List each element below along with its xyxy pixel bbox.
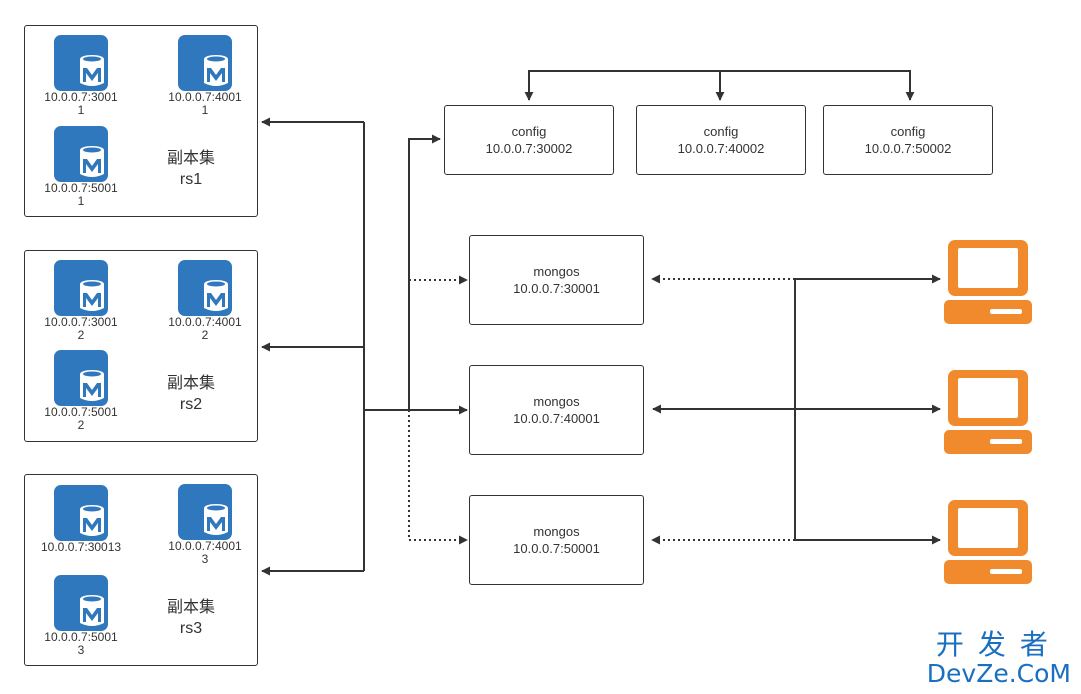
db-node-rs3-b: 10.0.0.7:4001 3 <box>165 484 245 566</box>
db-node-rs1-b: 10.0.0.7:4001 1 <box>165 35 245 117</box>
desktop-computer-icon <box>944 238 1034 326</box>
replica-set-name: 副本集 rs1 <box>156 148 226 190</box>
mongos-title: mongos <box>533 394 580 409</box>
watermark-en: DevZe.CoM <box>926 659 1071 688</box>
watermark: 开发者 DevZe.CoM <box>927 630 1071 688</box>
database-icon <box>178 260 232 316</box>
link-config <box>408 134 441 410</box>
db-node-label: 10.0.0.7:5001 3 <box>44 630 118 657</box>
db-node-rs3-a: 10.0.0.7:30013 <box>41 485 121 554</box>
replica-set-name: 副本集 rs3 <box>156 597 226 639</box>
db-node-label: 10.0.0.7:3001 2 <box>44 315 118 342</box>
db-node-label: 10.0.0.7:5001 2 <box>44 405 118 432</box>
db-node-label: 10.0.0.7:5001 1 <box>44 181 118 208</box>
config-address: 10.0.0.7:30002 <box>485 141 573 156</box>
replica-set-label: rs3 <box>179 620 203 637</box>
config-title: config <box>511 124 547 139</box>
replica-set-label: rs1 <box>179 171 203 188</box>
watermark-cn: 开发者 <box>935 628 1062 661</box>
database-icon <box>54 126 108 182</box>
config-address: 10.0.0.7:40002 <box>677 141 765 156</box>
db-node-label: 10.0.0.7:30013 <box>41 540 122 554</box>
desktop-computer-icon <box>944 498 1034 586</box>
mongos-title: mongos <box>533 264 580 279</box>
db-node-label: 10.0.0.7:3001 1 <box>44 90 118 117</box>
database-icon <box>54 260 108 316</box>
database-icon <box>178 484 232 540</box>
mongos-address: 10.0.0.7:30001 <box>513 281 600 296</box>
config-title: config <box>703 124 739 139</box>
db-node-rs2-c: 10.0.0.7:5001 2 <box>41 350 121 432</box>
replica-set-label: rs2 <box>179 396 203 413</box>
mongos-router-3: mongos 10.0.0.7:50001 <box>469 495 644 585</box>
database-icon <box>54 35 108 91</box>
mongos-router-2: mongos 10.0.0.7:40001 <box>469 365 644 455</box>
db-node-rs1-c: 10.0.0.7:5001 1 <box>41 126 121 208</box>
config-title: config <box>890 124 926 139</box>
db-node-label: 10.0.0.7:4001 2 <box>168 315 242 342</box>
mongos-address: 10.0.0.7:50001 <box>513 541 600 556</box>
replica-set-name: 副本集 rs2 <box>156 373 226 415</box>
database-icon <box>54 350 108 406</box>
config-server-3: config 10.0.0.7:50002 <box>823 105 993 175</box>
replica-set-label-cn: 副本集 <box>166 599 215 616</box>
db-node-rs1-a: 10.0.0.7:3001 1 <box>41 35 121 117</box>
mongos-address: 10.0.0.7:40001 <box>513 411 600 426</box>
database-icon <box>54 485 108 541</box>
config-address: 10.0.0.7:50002 <box>864 141 952 156</box>
database-icon <box>178 35 232 91</box>
db-node-rs2-b: 10.0.0.7:4001 2 <box>165 260 245 342</box>
database-icon <box>54 575 108 631</box>
db-node-rs2-a: 10.0.0.7:3001 2 <box>41 260 121 342</box>
desktop-computer-icon <box>944 368 1034 456</box>
db-node-rs3-c: 10.0.0.7:5001 3 <box>41 575 121 657</box>
replica-set-label-cn: 副本集 <box>166 375 215 392</box>
db-node-label: 10.0.0.7:4001 3 <box>168 539 242 566</box>
mongos-title: mongos <box>533 524 580 539</box>
config-server-2: config 10.0.0.7:40002 <box>636 105 806 175</box>
replica-set-label-cn: 副本集 <box>166 150 215 167</box>
db-node-label: 10.0.0.7:4001 1 <box>168 90 242 117</box>
config-server-1: config 10.0.0.7:30002 <box>444 105 614 175</box>
mongos-router-1: mongos 10.0.0.7:30001 <box>469 235 644 325</box>
